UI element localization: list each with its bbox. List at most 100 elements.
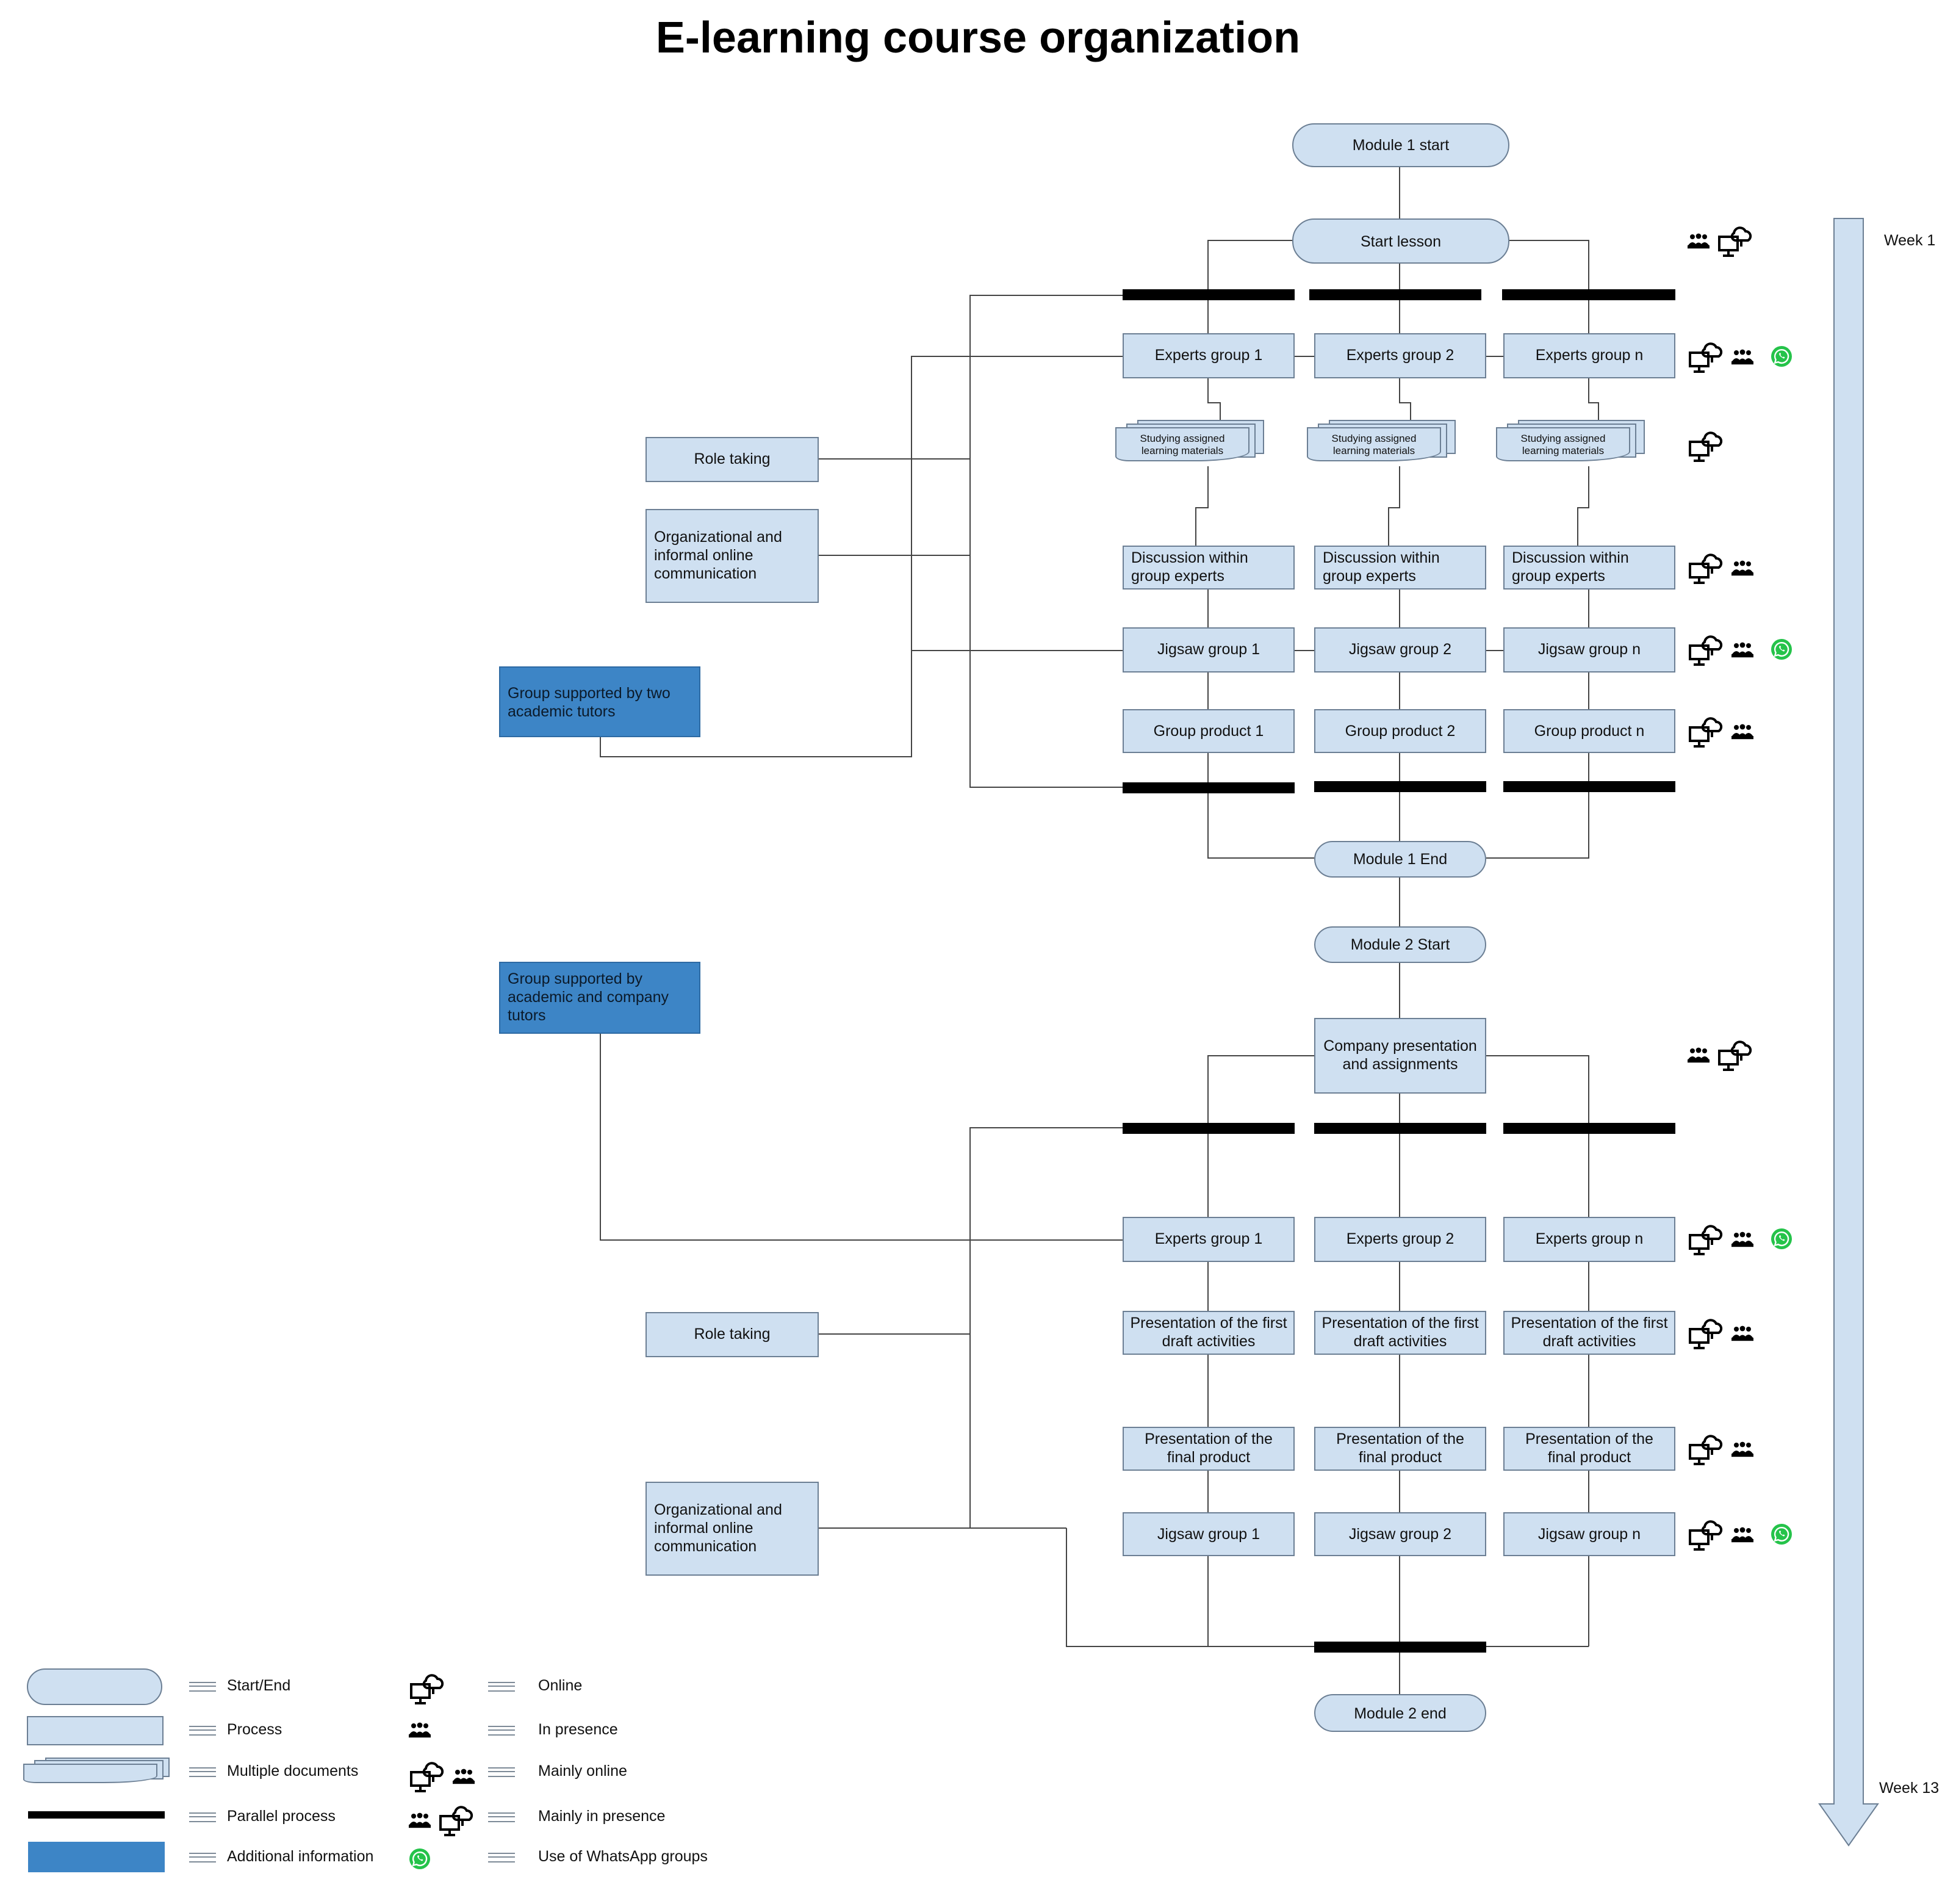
equals-icon <box>488 1767 515 1777</box>
m1-group-product-n: Group product n <box>1503 709 1675 753</box>
icons-final-product <box>1688 1430 1753 1473</box>
equals-icon <box>189 1682 216 1692</box>
m2-experts-group-n: Experts group n <box>1503 1217 1675 1262</box>
people-group-icon <box>1731 348 1753 371</box>
m1-discussion-1: Discussion within group experts <box>1123 546 1295 590</box>
computer-cloud-icon <box>1717 1036 1753 1079</box>
legend-whatsapp-icon-group <box>409 1848 431 1876</box>
legend-label: Multiple documents <box>227 1762 359 1780</box>
equals-icon <box>488 1853 515 1863</box>
module-2-end: Module 2 end <box>1314 1694 1486 1732</box>
legend-label: Use of WhatsApp groups <box>538 1848 708 1865</box>
legend-label: Mainly in presence <box>538 1808 666 1825</box>
m1-org-communication: Organizational and informal online commu… <box>645 509 819 603</box>
equals-icon <box>488 1682 515 1692</box>
whatsapp-icon <box>1771 1228 1792 1256</box>
whatsapp-icon <box>1771 1523 1792 1551</box>
icons-discussion <box>1688 549 1753 592</box>
legend-mainly-presence-icon-group <box>409 1801 475 1844</box>
legend-label: Start/End <box>227 1677 291 1694</box>
timeline-arrow <box>1818 218 1879 1847</box>
parallel-bar <box>1123 1123 1295 1134</box>
module-2-start: Module 2 Start <box>1314 926 1486 963</box>
parallel-bar <box>1123 782 1295 793</box>
people-group-icon <box>409 1721 431 1744</box>
computer-cloud-icon <box>1688 427 1724 470</box>
parallel-bar <box>1502 289 1675 300</box>
parallel-bar <box>1314 781 1486 792</box>
start-lesson: Start lesson <box>1292 218 1509 264</box>
legend-additional-info-shape <box>28 1842 165 1872</box>
diagram-title: E-learning course organization <box>655 12 1301 62</box>
people-group-icon <box>1731 1440 1753 1463</box>
icons-first-draft <box>1688 1314 1753 1357</box>
equals-icon <box>189 1812 216 1822</box>
whatsapp-icon <box>1771 345 1792 373</box>
icons-product <box>1688 713 1753 755</box>
computer-cloud-icon <box>1688 338 1724 381</box>
parallel-bar <box>1314 1642 1486 1653</box>
m2-support-info: Group supported by academic and company … <box>499 962 700 1034</box>
m1-group-product-1: Group product 1 <box>1123 709 1295 753</box>
m1-role-taking: Role taking <box>645 437 819 482</box>
icons-studying <box>1688 427 1724 470</box>
m2-jigsaw-group-2: Jigsaw group 2 <box>1314 1512 1486 1556</box>
computer-cloud-icon <box>1688 1314 1724 1357</box>
legend-label: Parallel process <box>227 1808 336 1825</box>
m1-experts-group-2: Experts group 2 <box>1314 333 1486 378</box>
legend-presence-icon-group <box>409 1721 431 1744</box>
m2-first-draft-2: Presentation of the first draft activiti… <box>1314 1311 1486 1355</box>
legend-process-shape <box>27 1716 164 1745</box>
legend-mainly-online-icon-group <box>409 1758 475 1800</box>
week-start-label: Week 1 <box>1884 232 1936 249</box>
computer-cloud-icon <box>1688 1221 1724 1263</box>
m2-jigsaw-group-n: Jigsaw group n <box>1503 1512 1675 1556</box>
parallel-bar <box>1314 1123 1486 1134</box>
equals-icon <box>488 1812 515 1822</box>
legend-label: In presence <box>538 1721 618 1738</box>
m2-first-draft-n: Presentation of the first draft activiti… <box>1503 1311 1675 1355</box>
computer-cloud-icon <box>1688 631 1724 674</box>
computer-cloud-icon <box>438 1801 475 1844</box>
people-group-icon <box>453 1767 475 1790</box>
people-group-icon <box>1688 232 1710 255</box>
week-end-label: Week 13 <box>1879 1780 1940 1797</box>
equals-icon <box>189 1726 216 1736</box>
m1-discussion-2: Discussion within group experts <box>1314 546 1486 590</box>
m1-studying-doc-1: Studying assigned learning materials <box>1115 420 1267 469</box>
icons-experts-m1 <box>1688 338 1792 381</box>
module-1-end: Module 1 End <box>1314 841 1486 878</box>
m2-first-draft-1: Presentation of the first draft activiti… <box>1123 1311 1295 1355</box>
legend-label: Mainly online <box>538 1762 627 1780</box>
module-1-start: Module 1 start <box>1292 123 1509 167</box>
parallel-bar <box>1309 289 1481 300</box>
people-group-icon <box>1731 1324 1753 1347</box>
legend-multiple-documents-shape <box>23 1758 170 1789</box>
computer-cloud-icon <box>1688 1516 1724 1559</box>
m2-experts-group-2: Experts group 2 <box>1314 1217 1486 1262</box>
m2-final-product-n: Presentation of the final product <box>1503 1427 1675 1471</box>
computer-cloud-icon <box>409 1670 445 1712</box>
legend-label: Online <box>538 1677 583 1694</box>
m1-studying-doc-n: Studying assigned learning materials <box>1496 420 1647 469</box>
computer-cloud-icon <box>1688 549 1724 592</box>
computer-cloud-icon <box>409 1758 445 1800</box>
icons-mainly-presence <box>1688 222 1753 265</box>
m1-experts-group-n: Experts group n <box>1503 333 1675 378</box>
legend-start-end-shape <box>27 1668 162 1705</box>
m1-support-info: Group supported by two academic tutors <box>499 666 700 737</box>
studying-label: Studying assigned learning materials <box>1115 427 1249 461</box>
m2-jigsaw-group-1: Jigsaw group 1 <box>1123 1512 1295 1556</box>
m2-role-taking: Role taking <box>645 1312 819 1357</box>
m1-jigsaw-group-1: Jigsaw group 1 <box>1123 627 1295 673</box>
people-group-icon <box>1731 1230 1753 1253</box>
m2-final-product-2: Presentation of the final product <box>1314 1427 1486 1471</box>
whatsapp-icon <box>1771 638 1792 666</box>
m1-studying-doc-2: Studying assigned learning materials <box>1307 420 1458 469</box>
icons-jigsaw-m1 <box>1688 631 1792 674</box>
equals-icon <box>189 1853 216 1863</box>
icons-company <box>1688 1036 1753 1079</box>
legend-label: Additional information <box>227 1848 374 1865</box>
parallel-bar <box>1503 781 1675 792</box>
